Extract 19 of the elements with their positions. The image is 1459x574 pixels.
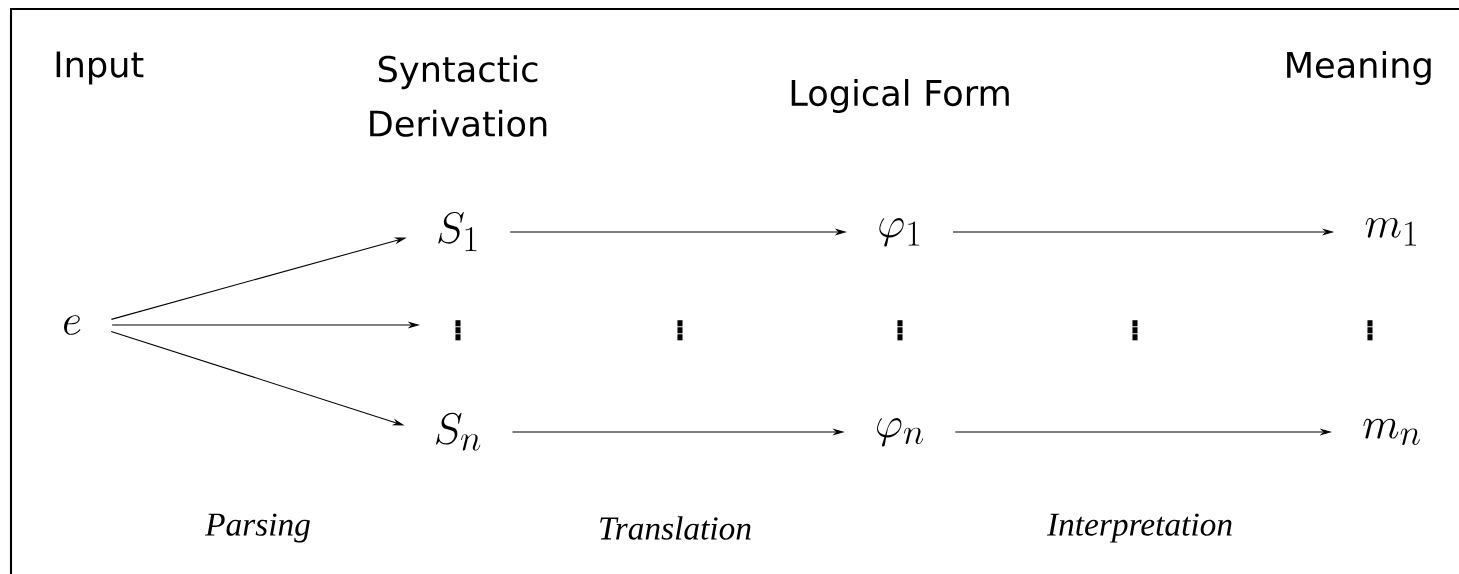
stage-label: Interpretation xyxy=(1046,513,1232,543)
stage-label: Parsing xyxy=(204,513,310,543)
math-symbol: $m_1$ xyxy=(1365,217,1416,246)
math-symbol: $m_n$ xyxy=(1363,418,1420,446)
ellipsis: $\vdots$ xyxy=(677,320,683,341)
math-symbol: $S_n$ xyxy=(436,412,481,451)
column-heading: Input xyxy=(56,51,144,85)
ellipsis: $\vdots$ xyxy=(1367,320,1373,341)
ellipsis: $\vdots$ xyxy=(897,320,903,341)
math-symbol: $\vdots$ xyxy=(455,320,461,341)
math-symbol: $\varphi_1$ xyxy=(879,217,920,247)
stage-label: Translation xyxy=(600,516,751,540)
column-heading: Logical Form xyxy=(791,79,1009,113)
column-heading: Meaning xyxy=(1287,51,1431,85)
math-symbol: $\varphi_n$ xyxy=(877,417,924,447)
column-heading: Syntactic Derivation xyxy=(370,55,547,137)
math-symbol: $S_1$ xyxy=(438,211,477,252)
ellipsis: $\vdots$ xyxy=(1132,320,1138,341)
math-symbol: $e$ xyxy=(64,315,81,335)
